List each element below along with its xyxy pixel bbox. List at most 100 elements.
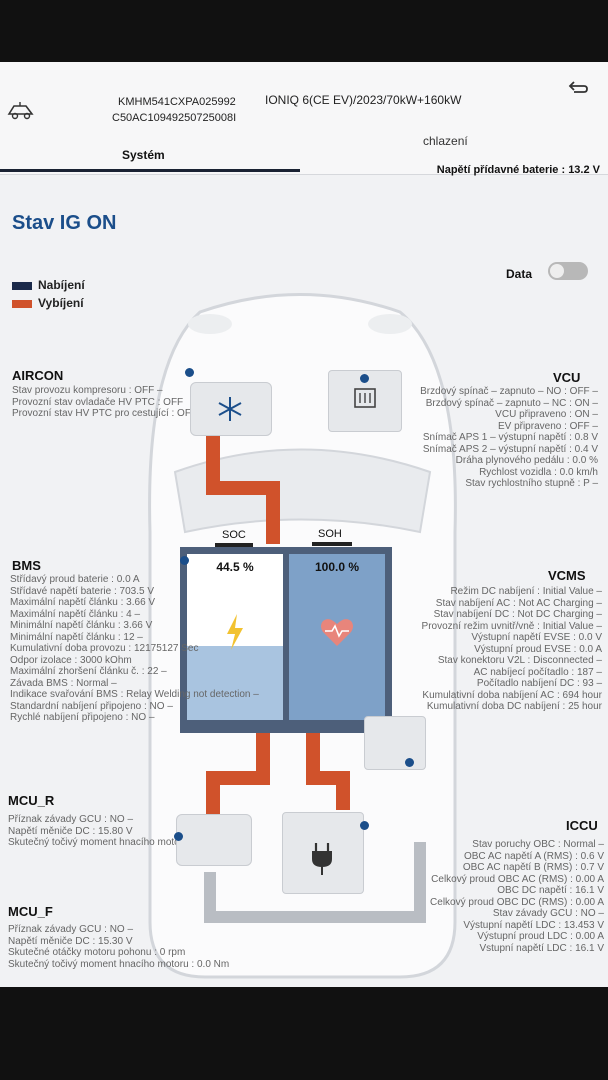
- bms-line: Minimální napětí článku : 12 –: [10, 631, 143, 643]
- lightning-icon: [227, 614, 243, 650]
- aircon-line: Provozní stav HV PTC pro cestující : OFF: [12, 408, 198, 419]
- vcms-params: Režim DC nabíjení : Initial Value – Stav…: [422, 586, 602, 713]
- soh-caption-bar: [312, 542, 352, 546]
- iccu-line: Výstupní napětí LDC : 13.453 V: [463, 919, 604, 931]
- tab-bar: Systém chlazení: [0, 126, 608, 175]
- iccu-line: Stav závady GCU : NO –: [492, 908, 604, 919]
- windshield: [173, 448, 432, 534]
- vcu-line: Rychlost vozidla : 0.0 km/h: [479, 466, 598, 478]
- vcu-line: Dráha plynového pedálu : 0.0 %: [455, 455, 598, 466]
- flow-bms-iccu: [306, 730, 350, 810]
- mcu-r-line: Napětí měniče DC : 15.80 V: [8, 825, 133, 837]
- vcms-line: Výstupní proud EVSE : 0.0 A: [474, 643, 602, 655]
- aircon-title: AIRCON: [12, 368, 64, 383]
- vcms-line: Provozní režim uvnitř/vně : Initial Valu…: [421, 620, 602, 632]
- vcms-line: Výstupní napětí EVSE : 0.0 V: [471, 632, 602, 643]
- soh-caption: SOH: [318, 528, 342, 540]
- vehicle-model: IONIQ 6(CE EV)/2023/70kW+160kW: [265, 93, 462, 107]
- tab-system[interactable]: Systém: [122, 148, 165, 162]
- bms-line: Odpor izolace : 3000 kOhm: [10, 654, 132, 666]
- vcu-line: Snímač APS 1 – výstupní napětí : 0.8 V: [422, 432, 598, 443]
- vcu-line: Brzdový spínač – zapnuto – NC : ON –: [425, 397, 598, 409]
- ecu-code: C50AC10949250725008I: [112, 112, 237, 124]
- vcms-line: Kumulativní doba DC nabíjení : 25 hour: [426, 701, 602, 712]
- mcu-r-line: Příznak závady GCU : NO –: [8, 814, 134, 825]
- iccu-line: OBC AC napětí A (RMS) : 0.6 V: [463, 850, 604, 862]
- iccu-module[interactable]: [282, 812, 364, 894]
- bms-line: Závada BMS : Normal –: [10, 677, 117, 689]
- iccu-line: Výstupní proud LDC : 0.00 A: [477, 931, 604, 942]
- rear-motor-unit[interactable]: [176, 814, 252, 866]
- page-title: Stav IG ON: [12, 212, 117, 234]
- vcms-title: VCMS: [548, 568, 586, 583]
- soc-cell: 44.5 %: [187, 554, 283, 720]
- battery-pack[interactable]: 44.5 % 100.0 %: [180, 547, 392, 733]
- aircon-dot: [185, 368, 194, 377]
- plug-icon: [312, 843, 332, 875]
- data-toggle[interactable]: [548, 262, 588, 280]
- mcu-f-line: Skutečný točivý moment hnacího motoru : …: [8, 958, 230, 970]
- iccu-line: Stav poruchy OBC : Normal –: [472, 839, 604, 850]
- flow-aircon-bms: [206, 436, 280, 544]
- aircon-params: Stav provozu kompresoru : OFF – Provozní…: [12, 385, 197, 420]
- legend-charging: Nabíjení: [12, 278, 85, 292]
- snowflake-icon: [218, 397, 242, 421]
- bms-line: Kumulativní doba provozu : 12175127 Sec: [10, 643, 199, 654]
- bms-line: Maximální napětí článku : 4 –: [10, 608, 141, 620]
- bms-dot: [180, 556, 189, 565]
- headlight-left: [188, 314, 232, 334]
- bms-line: Střídavý proud baterie : 0.0 A: [10, 574, 140, 585]
- aux-battery-voltage: Napětí přídavné baterie : 13.2 V: [436, 164, 600, 176]
- car-diagram: [148, 293, 457, 979]
- app-screen: KMHM541CXPA025992 C50AC10949250725008I I…: [0, 62, 608, 987]
- bms-line: Maximální napětí článku : 3.66 V: [10, 597, 156, 608]
- aircon-line: Stav provozu kompresoru : OFF –: [12, 385, 163, 396]
- data-toggle-label: Data: [505, 267, 532, 281]
- iccu-line: Vstupní napětí LDC : 16.1 V: [479, 942, 604, 954]
- car-plug-icon[interactable]: [6, 100, 36, 122]
- vcu-dot: [360, 374, 369, 383]
- chip-icon: [354, 388, 376, 408]
- soc-caption-bar: [215, 543, 253, 547]
- vcms-module[interactable]: [364, 716, 426, 770]
- aircon-unit[interactable]: [190, 382, 272, 436]
- bms-line: Maximální zhoršení článku č. : 22 –: [10, 666, 167, 677]
- vcms-line: Režim DC nabíjení : Initial Value –: [450, 586, 602, 597]
- vcu-title: VCU: [553, 370, 581, 385]
- mcu-r-title: MCU_R: [8, 793, 55, 808]
- vcms-line: Stav konektoru V2L : Disconnected –: [437, 655, 602, 666]
- vcms-line: AC nabíjecí počítadlo : 187 –: [473, 666, 602, 678]
- soh-cell: 100.0 %: [289, 554, 385, 720]
- flow-iccu-loop: [204, 842, 426, 923]
- vin-number: KMHM541CXPA025992: [118, 96, 236, 108]
- mcu-r-dot: [174, 832, 183, 841]
- iccu-line: Celkový proud OBC AC (RMS) : 0.00 A: [431, 873, 604, 885]
- vcu-line: EV připraveno : OFF –: [497, 420, 598, 432]
- active-tab-indicator: [0, 169, 300, 172]
- mcu-f-title: MCU_F: [8, 904, 53, 919]
- bms-line: Indikace svařování BMS : Relay Welding n…: [10, 689, 259, 700]
- soc-value: 44.5 %: [216, 560, 254, 574]
- charging-swatch: [12, 281, 32, 290]
- mcu-f-line: Napětí měniče DC : 15.30 V: [8, 935, 133, 947]
- vcms-dot: [405, 758, 414, 767]
- discharging-swatch: [12, 299, 32, 308]
- back-icon[interactable]: [566, 78, 590, 98]
- bms-line: Rychlé nabíjení připojeno : NO –: [10, 712, 155, 723]
- legend-discharging: Vybíjení: [12, 296, 84, 310]
- vcu-params: Brzdový spínač – zapnuto – NO : OFF – Br…: [420, 386, 598, 490]
- iccu-line: OBC DC napětí : 16.1 V: [497, 885, 604, 896]
- vcu-line: Stav rychlostního stupně : P –: [465, 478, 598, 489]
- soc-caption: SOC: [222, 529, 246, 541]
- aircon-line: Provozní stav ovladače HV PTC : OFF: [12, 396, 184, 408]
- tab-cooling[interactable]: chlazení: [423, 134, 468, 148]
- soc-fill: [187, 646, 283, 720]
- bms-params: Střídavý proud baterie : 0.0 A Střídavé …: [10, 574, 259, 724]
- mcu-f-line: Skutečné otáčky motoru pohonu : 0 rpm: [8, 947, 186, 958]
- heart-pulse-icon: [321, 619, 353, 646]
- mcu-r-line: Skutečný točivý moment hnacího motoru : …: [8, 837, 230, 848]
- bms-line: Minimální napětí článku : 3.66 V: [10, 620, 153, 631]
- bms-title: BMS: [12, 558, 41, 573]
- vcms-line: Počítadlo nabíjení DC : 93 –: [476, 678, 602, 689]
- bms-line: Střídavé napětí baterie : 703.5 V: [10, 585, 154, 597]
